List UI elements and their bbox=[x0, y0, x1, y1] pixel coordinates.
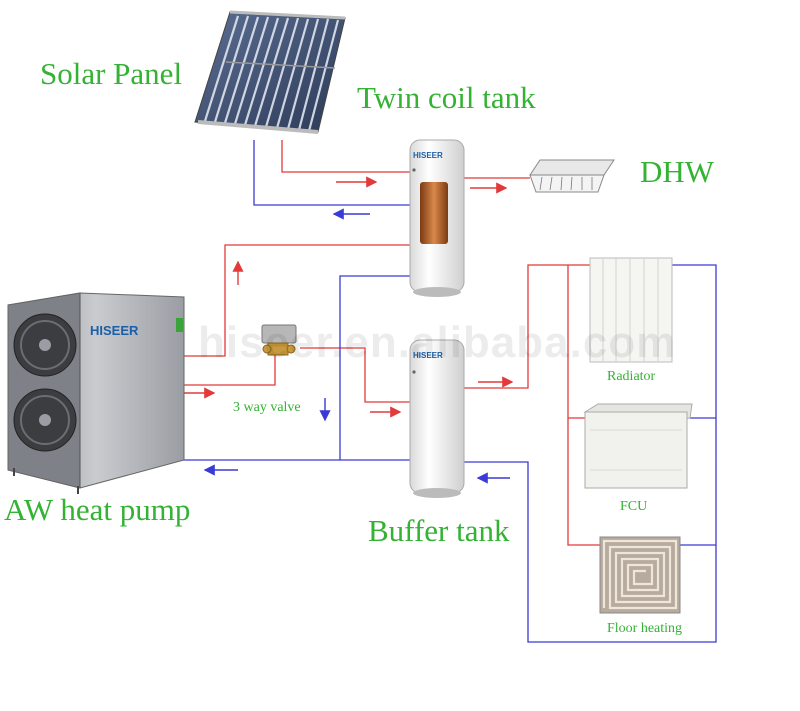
watermark: hiseer.en.alibaba.com bbox=[198, 318, 677, 367]
three-way-valve bbox=[261, 324, 297, 356]
label-aw-heat-pump: AW heat pump bbox=[4, 492, 191, 527]
radiator bbox=[589, 257, 673, 363]
brand-logo-twin-tank: HISEER bbox=[413, 151, 443, 160]
label-three-way-valve: 3 way valve bbox=[233, 400, 301, 415]
buffer-tank: HISEER bbox=[409, 339, 465, 498]
cold-pipes bbox=[176, 140, 717, 643]
label-dhw: DHW bbox=[640, 154, 715, 189]
label-solar-panel: Solar Panel bbox=[40, 56, 183, 91]
label-radiator: Radiator bbox=[607, 369, 656, 384]
twin-coil-tank: HISEER bbox=[409, 139, 465, 297]
fcu-unit bbox=[583, 403, 693, 489]
label-buffer-tank: Buffer tank bbox=[368, 513, 510, 548]
dhw-shower-head bbox=[529, 159, 615, 193]
aw-heat-pump-unit: HISEER bbox=[7, 292, 185, 494]
label-floor-heating: Floor heating bbox=[607, 621, 683, 636]
brand-logo-buffer-tank: HISEER bbox=[413, 351, 443, 360]
floor-heating-panel bbox=[599, 536, 681, 614]
brand-logo-heat-pump: HISEER bbox=[90, 323, 139, 338]
solar-panel bbox=[194, 10, 346, 134]
hot-pipes bbox=[176, 140, 600, 546]
label-fcu: FCU bbox=[620, 499, 648, 514]
label-twin-coil-tank: Twin coil tank bbox=[357, 80, 536, 115]
